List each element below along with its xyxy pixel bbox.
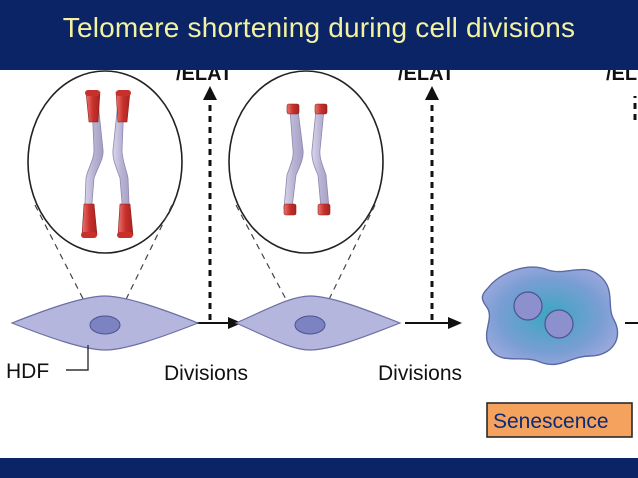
dashed-arrow-up-2	[425, 86, 439, 320]
hdf-pointer-line	[66, 345, 89, 371]
svg-text:/ELAT: /ELAT	[176, 70, 232, 85]
label-divisions-1: Divisions	[164, 362, 248, 385]
dashed-arrow-up-1	[203, 86, 217, 320]
label-divisions-2: Divisions	[378, 362, 462, 385]
cell-senescent	[481, 266, 619, 366]
zoom-circle-1	[27, 70, 183, 254]
clipped-top-labels: /ELAT /ELAT /EL	[176, 70, 637, 85]
svg-text:/EL: /EL	[606, 70, 637, 85]
title-bar	[0, 0, 638, 70]
cell-divided	[234, 295, 402, 351]
arrow-right-2	[405, 317, 462, 329]
zoom-circle-2	[228, 70, 384, 254]
svg-text:/ELAT: /ELAT	[398, 70, 454, 85]
chromosome-short-telomeres	[283, 103, 331, 216]
senescence-box: Senescence	[486, 402, 633, 438]
label-senescence: Senescence	[493, 410, 609, 433]
bottom-bar	[0, 458, 638, 478]
slide-title: Telomere shortening during cell division…	[62, 12, 576, 43]
telomere-diagram: /ELAT /ELAT /EL	[6, 70, 638, 438]
chromosome-long-telomeres	[81, 90, 134, 238]
cell-hdf	[10, 295, 200, 351]
label-hdf: HDF	[6, 360, 49, 383]
